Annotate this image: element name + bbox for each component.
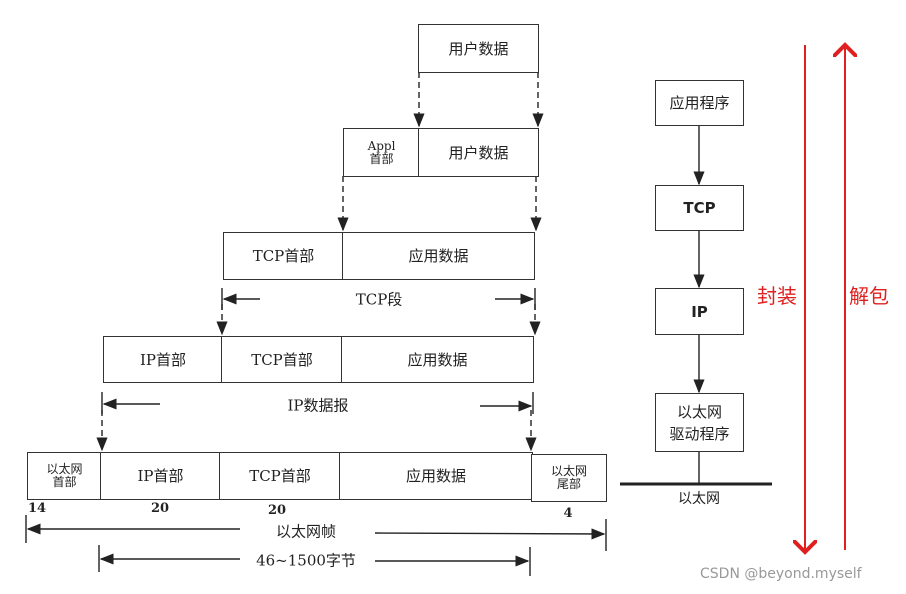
payload-range-label: 46~1500字节 [250,549,362,571]
user-data-label: 用户数据 [448,39,509,58]
ethernet-medium-label: 以太网 [672,488,726,508]
encapsulate-label: 封装 [757,284,797,308]
application-layer-box: 应用程序 [655,80,744,126]
app-data-label: 应用数据 [407,350,468,369]
user-data-label: 用户数据 [448,143,509,162]
size-ethernet-header: 14 [27,501,47,516]
tcp-segment-label: TCP段 [349,288,409,310]
trailer-label: 尾部 [556,477,581,491]
ethernet-header-box: 以太网首部 [27,452,102,500]
ip-header-box: IP首部 [100,452,221,500]
tcp-header-box: TCP首部 [219,452,341,500]
ethernet-label: 以太网 [676,402,722,421]
user-data-box: 用户数据 [418,24,539,73]
tcp-header-label: TCP首部 [251,350,313,369]
ethernet-label: 以太网 [550,464,587,478]
watermark: CSDN @beyond.myself [700,566,862,582]
app-data-box: 应用数据 [342,232,535,280]
ethernet-trailer-box: 以太网尾部 [531,454,607,502]
ip-datagram-label: IP数据报 [281,394,355,416]
ip-label: IP [691,302,708,321]
header-label: 首部 [369,151,394,166]
decapsulate-label: 解包 [849,284,889,308]
app-data-label: 应用数据 [408,247,469,265]
tcp-header-label: TCP首部 [249,467,311,485]
ip-header-label: IP首部 [139,350,187,369]
user-data-box: 用户数据 [418,128,539,177]
size-ip-header: 20 [150,501,170,516]
tcp-header-box: TCP首部 [223,232,344,280]
driver-label: 驱动程序 [669,424,730,443]
size-tcp-header: 20 [267,503,287,518]
ethernet-driver-box: 以太网驱动程序 [655,393,744,452]
tcp-header-box: TCP首部 [221,336,343,383]
tcp-header-label: TCP首部 [252,247,315,265]
tcp-label: TCP [683,199,716,217]
header-label: 首部 [52,475,77,489]
size-ethernet-trailer: 4 [563,506,573,521]
ethernet-frame-label: 以太网帧 [269,520,343,542]
tcp-layer-box: TCP [655,185,744,231]
app-data-label: 应用数据 [405,467,466,485]
ip-layer-box: IP [655,288,744,335]
app-data-box: 应用数据 [339,452,533,500]
application-label: 应用程序 [669,94,730,112]
appl-label: Appl [367,138,396,153]
ethernet-label: 以太网 [46,462,83,476]
ip-header-box: IP首部 [103,336,223,383]
app-data-box: 应用数据 [341,336,534,383]
ip-header-label: IP首部 [137,467,184,485]
